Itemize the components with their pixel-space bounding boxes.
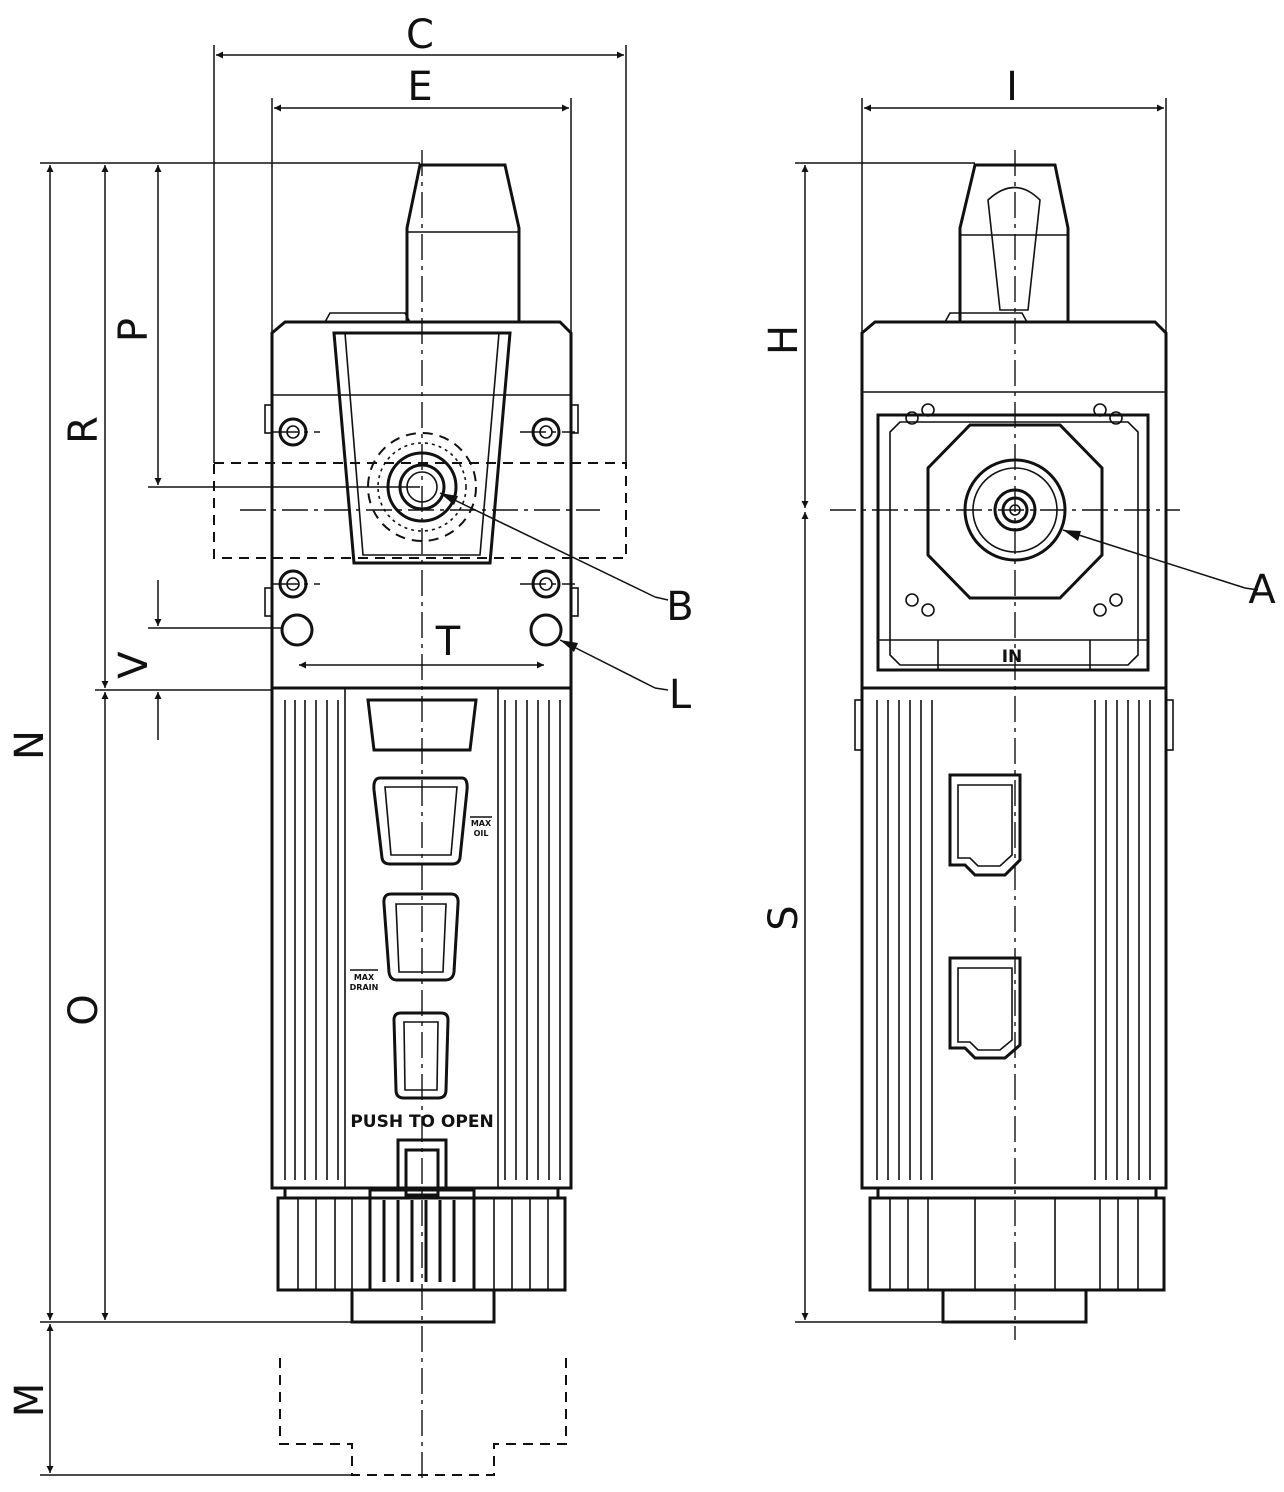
max-oil-label-1: MAX [471, 819, 492, 828]
dim-m-label: M [7, 1383, 53, 1418]
dim-n-label: N [7, 730, 53, 760]
dim-t-label: T [435, 619, 461, 665]
callout-l-label: L [669, 672, 692, 718]
dim-v-label: V [111, 651, 157, 679]
dim-h-label: H [761, 325, 807, 355]
max-drain-label-1: MAX [354, 973, 375, 982]
dim-i-label: I [1006, 64, 1018, 110]
side-dimensions: I H S A [761, 64, 1276, 1323]
max-oil-label-2: OIL [474, 829, 489, 838]
callout-b-label: B [666, 584, 693, 630]
dim-e-label: E [407, 64, 432, 110]
dim-o-label: O [61, 994, 107, 1025]
side-view: IN [830, 150, 1180, 1340]
front-dimensions: C E N R O P V M T B [7, 12, 694, 1476]
dim-p-label: P [111, 318, 157, 342]
callout-a-label: A [1248, 567, 1276, 613]
dim-c-label: C [406, 12, 434, 58]
dim-r-label: R [61, 416, 107, 444]
in-port-label: IN [1002, 647, 1023, 667]
dim-s-label: S [761, 905, 807, 930]
max-drain-label-2: DRAIN [350, 983, 379, 992]
front-view: MAX OIL MAX DRAIN PUSH TO OPEN [213, 150, 627, 1480]
